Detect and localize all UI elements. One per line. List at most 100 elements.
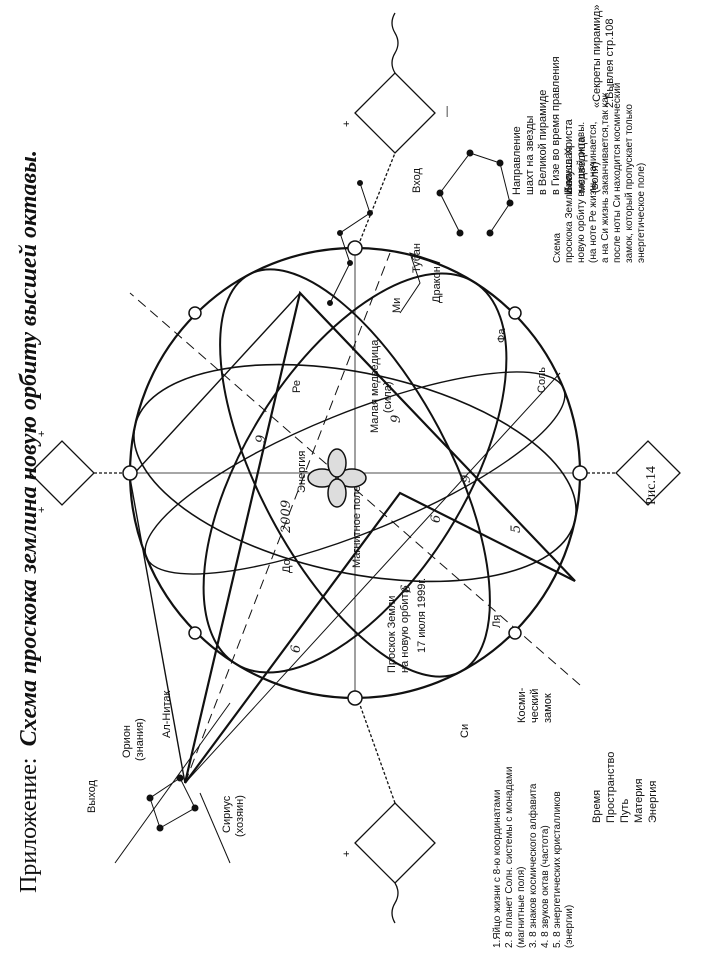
svg-text:Пространство: Пространство: [605, 752, 617, 823]
figure-caption: Рис.14: [644, 455, 668, 515]
page-title: Приложение: Схема проскока землина новую…: [16, 150, 42, 893]
thuban-label: Тубан: [411, 243, 423, 273]
node-bottom: [572, 465, 588, 481]
svg-text:Косми-: Косми-: [516, 687, 528, 723]
figure-caption-text: Рис.14: [644, 466, 659, 505]
terms-list: Время Пространство Путь Материя Энергия: [591, 752, 659, 823]
entry-label: Вход: [411, 168, 423, 193]
svg-text:9: 9: [389, 415, 404, 423]
svg-text:9: 9: [254, 435, 269, 443]
diamond-right: [354, 72, 436, 154]
magnetic-field-label: Магнитное поле: [351, 486, 363, 568]
energy-label: Энергия: [296, 451, 308, 493]
svg-text:3. 8 знаков космического алфав: 3. 8 знаков космического алфавита: [527, 783, 539, 948]
exit-label: Выход: [86, 780, 98, 813]
node-left: [347, 690, 363, 706]
svg-text:(сила): (сила): [382, 381, 394, 413]
svg-text:шахт на звезды: шахт на звезды: [524, 115, 536, 195]
svg-text:энергетическое поле): энергетическое поле): [636, 163, 647, 263]
handwritten-numbers: 9 6 6 9 5 9 6: [254, 415, 524, 653]
svg-text:Материя: Материя: [633, 779, 645, 823]
note-sol: Соль: [536, 367, 548, 393]
svg-text:Энергия: Энергия: [647, 781, 659, 823]
svg-text:проскока Земли на: проскока Земли на: [564, 174, 575, 263]
plus-sign-top: +: [36, 507, 48, 513]
note-la: Ля: [491, 615, 503, 628]
cosmic-castle-label: Косми- ческий замок: [516, 687, 554, 723]
svg-text:4. 8 звуков октав (частота): 4. 8 звуков октав (частота): [540, 825, 551, 948]
node-top: [122, 465, 138, 481]
svg-text:а на Си жизнь заканчивается,та: а на Си жизнь заканчивается,так как: [600, 92, 611, 263]
plus-sign-right: +: [341, 121, 353, 127]
svg-text:Орион: Орион: [121, 725, 133, 758]
note-do: До: [281, 559, 293, 573]
svg-text:Сириус: Сириус: [221, 795, 233, 833]
svg-text:2. 8 планет Солн. системы с мо: 2. 8 планет Солн. системы с монадами: [504, 767, 515, 948]
node-bl: [508, 626, 522, 640]
svg-text:Малая медведица: Малая медведица: [369, 339, 381, 433]
constellation-stars: [114, 149, 514, 864]
svg-text:(энергии): (энергии): [564, 905, 575, 948]
dashed-axis-1: [184, 252, 391, 784]
svg-text:в Гизе во время правления: в Гизе во время правления: [550, 56, 562, 195]
svg-text:(воля): (воля): [589, 162, 601, 193]
note-si: Си: [459, 724, 471, 738]
title-emphasis: Схема проскока землина новую орбиту высш…: [16, 150, 42, 746]
svg-text:5: 5: [509, 525, 524, 533]
svg-text:замок: замок: [542, 693, 554, 723]
svg-text:(магнитные поля): (магнитные поля): [516, 867, 527, 949]
svg-text:5. 8 энергетических кристаллик: 5. 8 энергетических кристалликов: [552, 791, 563, 948]
shaft-note: Направление шахт на звезды в Великой пир…: [511, 56, 575, 195]
jump-label-2: на новую орбиту: [399, 587, 411, 673]
dashed-axis-2: [129, 292, 581, 686]
svg-text:после ноты Си находится косми: после ноты Си находится космический: [612, 83, 623, 263]
svg-text:6: 6: [429, 515, 444, 523]
diamond-left: [354, 802, 436, 884]
jump-label-1: Проскок Земли: [386, 596, 398, 673]
title-prefix: Приложение:: [16, 758, 42, 893]
node-br: [508, 306, 522, 320]
note-mi: Ми: [391, 298, 403, 313]
secrets-note: «Секреты пирамид» 2.Бывлея стр.108: [591, 5, 616, 108]
svg-text:9: 9: [459, 475, 474, 483]
minus-sign-right: —: [441, 106, 453, 117]
svg-text:(хозяин): (хозяин): [234, 795, 246, 837]
central-flower: [307, 448, 367, 508]
svg-text:2.Бывлея стр.108: 2.Бывлея стр.108: [604, 18, 616, 108]
diagonal-axis: [184, 372, 561, 784]
svg-text:6: 6: [399, 585, 414, 593]
node-right: [347, 240, 363, 256]
node-tr: [188, 306, 202, 320]
plus-sign-left: +: [341, 851, 353, 857]
diamond-bottom: [615, 440, 681, 506]
plus-sign-top-r: +: [36, 431, 48, 437]
al-nitak-label: Ал-Нитак: [161, 690, 173, 738]
octave-nodes: [122, 240, 588, 706]
svg-text:Иисуса Христа: Иисуса Христа: [563, 118, 575, 195]
svg-text:1.Яйцо жизни с 8-ю координатам: 1.Яйцо жизни с 8-ю координатами: [492, 789, 503, 948]
orbit-ellipse-1: [219, 268, 491, 678]
note-re: Ре: [291, 380, 303, 393]
numbered-list: 1.Яйцо жизни с 8-ю координатами 2. 8 пла…: [492, 767, 575, 948]
node-tl: [188, 626, 202, 640]
svg-text:Путь: Путь: [619, 799, 631, 823]
svg-text:Большая: Большая: [563, 147, 575, 193]
draco-label: Дракон: [431, 266, 443, 303]
note-fa: Фа: [496, 328, 508, 343]
year-label: 2009: [279, 500, 294, 534]
svg-text:замок, который пропускает толь: замок, который пропускает только: [624, 104, 635, 263]
date-label: 17 июля 1999г.: [416, 578, 428, 653]
svg-text:(на ноте Ре жизнь начинается,: (на ноте Ре жизнь начинается,: [588, 122, 599, 263]
svg-text:Схема: Схема: [552, 232, 563, 263]
svg-text:Время: Время: [591, 790, 603, 823]
svg-text:6: 6: [289, 645, 304, 653]
svg-text:Направление: Направление: [511, 126, 523, 195]
orbit-ellipse-2: [202, 272, 508, 674]
svg-text:ческий: ческий: [529, 689, 541, 723]
ursa-minor-label: Малая медведица (сила): [369, 339, 394, 433]
orion-label: Орион (знания): [121, 718, 146, 761]
svg-text:«Секреты пирамид»: «Секреты пирамид»: [591, 5, 603, 108]
